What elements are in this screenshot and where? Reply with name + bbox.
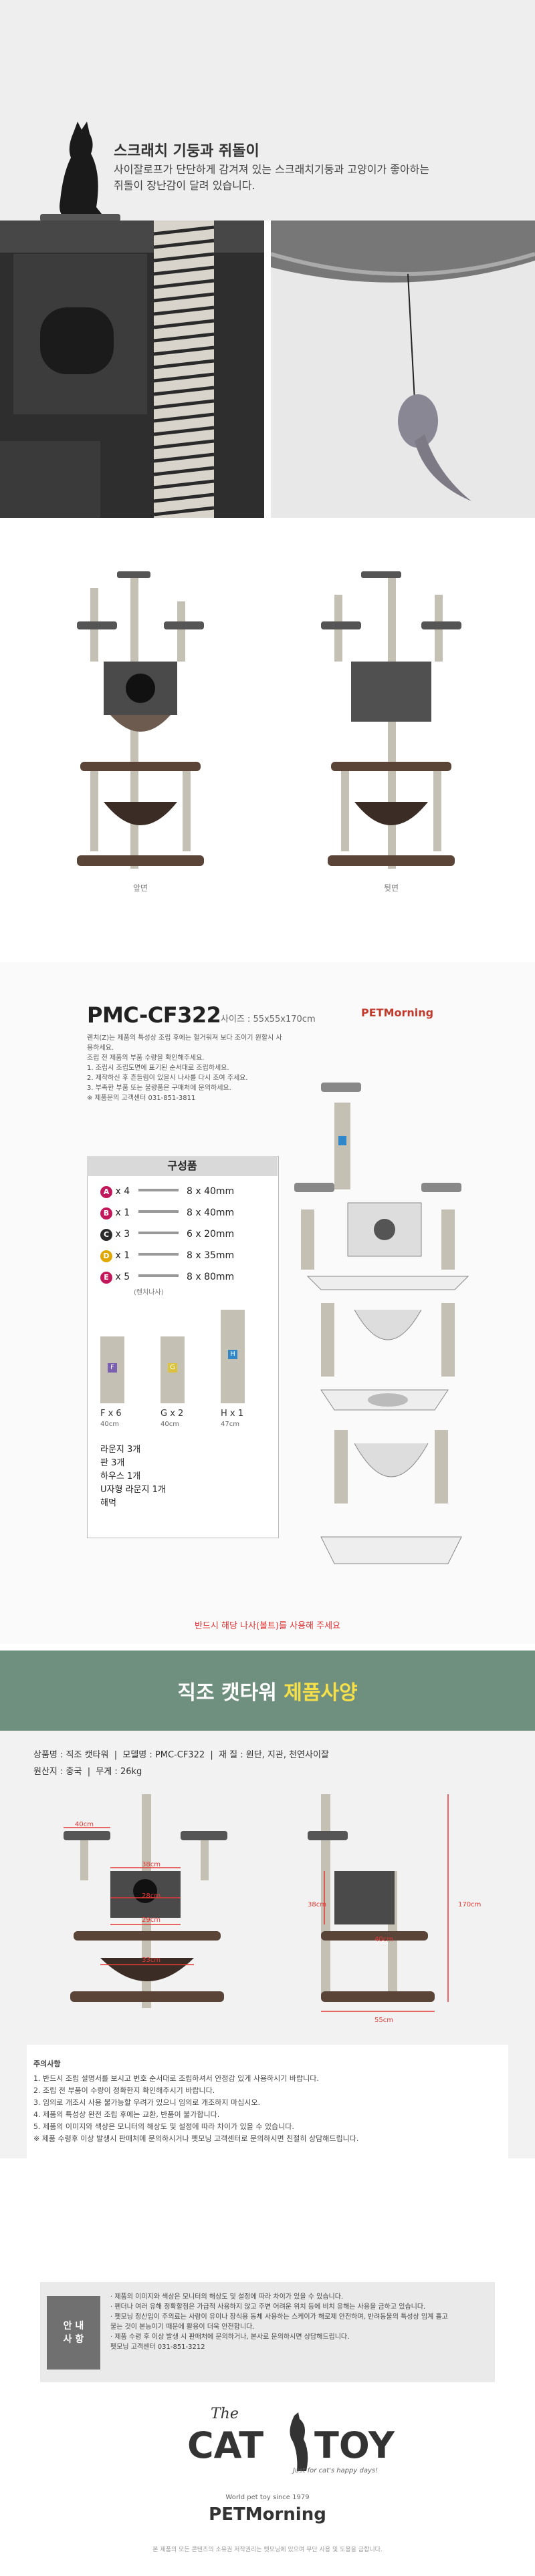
- pole-g-icon: G: [160, 1336, 185, 1403]
- assembly-notes: 렌치(Z)는 제품의 특성상 조립 후에는 헐거워져 보다 조이기 원할시 사용…: [87, 1034, 282, 1102]
- product-size: 사이즈 : 55x55x170cm: [221, 1014, 316, 1024]
- copyright-text: 본 제품의 모든 콘텐츠의 소유권 저작권리는 펫모닝에 있으며 무단 사용 및…: [152, 2547, 383, 2553]
- dim-label: 28cm: [142, 1892, 160, 1900]
- front-view-label: 앞면: [132, 883, 148, 893]
- perch-top: [40, 214, 120, 222]
- bolt-b: B x 1 8 x 40mm: [100, 1207, 268, 1229]
- feature-title: 스크래치 기둥과 쥐돌이: [114, 143, 259, 160]
- cat-silhouette-icon: [60, 122, 102, 219]
- exploded-assembly-diagram: [294, 1083, 469, 1564]
- dim-label: 170cm: [458, 1901, 481, 1908]
- dim-label: 55cm: [374, 2017, 393, 2024]
- dim-label: 40cm: [374, 1936, 393, 1943]
- brand-logo-small: PETMorning: [361, 1006, 434, 1019]
- bolt-d: D x 1 8 x 35mm: [100, 1250, 268, 1272]
- bolt-list: A x 4 8 x 40mm B x 1 8 x 40mm C x 3 6 x …: [100, 1186, 268, 1296]
- cat-stretch-icon: [290, 2412, 308, 2471]
- cat-tower-back-image: [321, 571, 461, 869]
- parts-list-title: 구성품: [87, 1156, 278, 1176]
- spec-side-image: [308, 1794, 449, 2012]
- mouse-toy-photo: [271, 221, 535, 518]
- spec-title-band: [0, 1651, 535, 1731]
- pole-f-icon: F: [100, 1336, 124, 1403]
- wrench-note: (렌치나사): [134, 1289, 164, 1296]
- guide-box: [40, 2282, 495, 2382]
- pole-h-icon: H: [221, 1310, 245, 1403]
- bolt-icon: [138, 1189, 179, 1191]
- bolt-icon: [138, 1232, 179, 1234]
- spec-row-1: 상품명 : 직조 캣타워 | 모델명 : PMC-CF322 | 재 질 : 원…: [33, 1750, 329, 1760]
- model-number: PMC-CF322: [87, 1002, 221, 1028]
- pole-group: F G H F x 6 G x 2 H x 1 40cm 40cm 47cm: [100, 1310, 268, 1437]
- bolt-icon: [138, 1253, 179, 1256]
- extra-parts-list: 라운지 3개 판 3개 하우스 1개 U자형 라운지 1개 해먹: [100, 1445, 166, 1508]
- dim-label: 38cm: [308, 1901, 326, 1908]
- dim-label: 40cm: [75, 1821, 94, 1828]
- spec-front-image: [64, 1794, 227, 2008]
- spec-row-2: 원산지 : 중국 | 무게 : 26kg: [33, 1767, 142, 1777]
- bolt-icon: [138, 1210, 179, 1213]
- cat-tower-front-image: [77, 571, 204, 869]
- scratch-post-photo: [0, 221, 264, 518]
- dim-label: 29cm: [142, 1916, 160, 1924]
- front-back-views: [0, 548, 535, 895]
- back-view-label: 뒷면: [383, 883, 399, 893]
- dim-label: 33cm: [142, 1957, 160, 1964]
- bolt-a: A x 4 8 x 40mm: [100, 1186, 268, 1207]
- dim-label: 38cm: [142, 1861, 160, 1868]
- feature-description: 사이잘로프가 단단하게 감겨져 있는 스크래치기둥과 고양이가 좋아하는 쥐돌이…: [114, 163, 430, 192]
- bolt-icon: [138, 1274, 179, 1277]
- guide-label: 안 내 사 항: [47, 2296, 100, 2370]
- cat-toy-logo: The CAT TOY Just for cat's happy days! W…: [187, 2406, 395, 2525]
- spec-title: 직조 캣타워 제품사양: [177, 1681, 358, 1705]
- notice-list: 주의사항 1. 반드시 조립 설명서를 보시고 번호 순서대로 조립하셔서 안정…: [33, 2059, 359, 2143]
- notice-box: [27, 2045, 508, 2165]
- guide-list: · 제품의 이미지와 색상은 모니터의 해상도 및 설정에 따라 차이가 있을 …: [110, 2293, 448, 2351]
- bolt-c: C x 3 6 x 20mm: [100, 1229, 268, 1250]
- bolt-e: E x 5 8 x 80mm: [100, 1272, 268, 1286]
- bolt-warning: 반드시 해당 나사(볼트)를 사용해 주세요: [194, 1621, 341, 1631]
